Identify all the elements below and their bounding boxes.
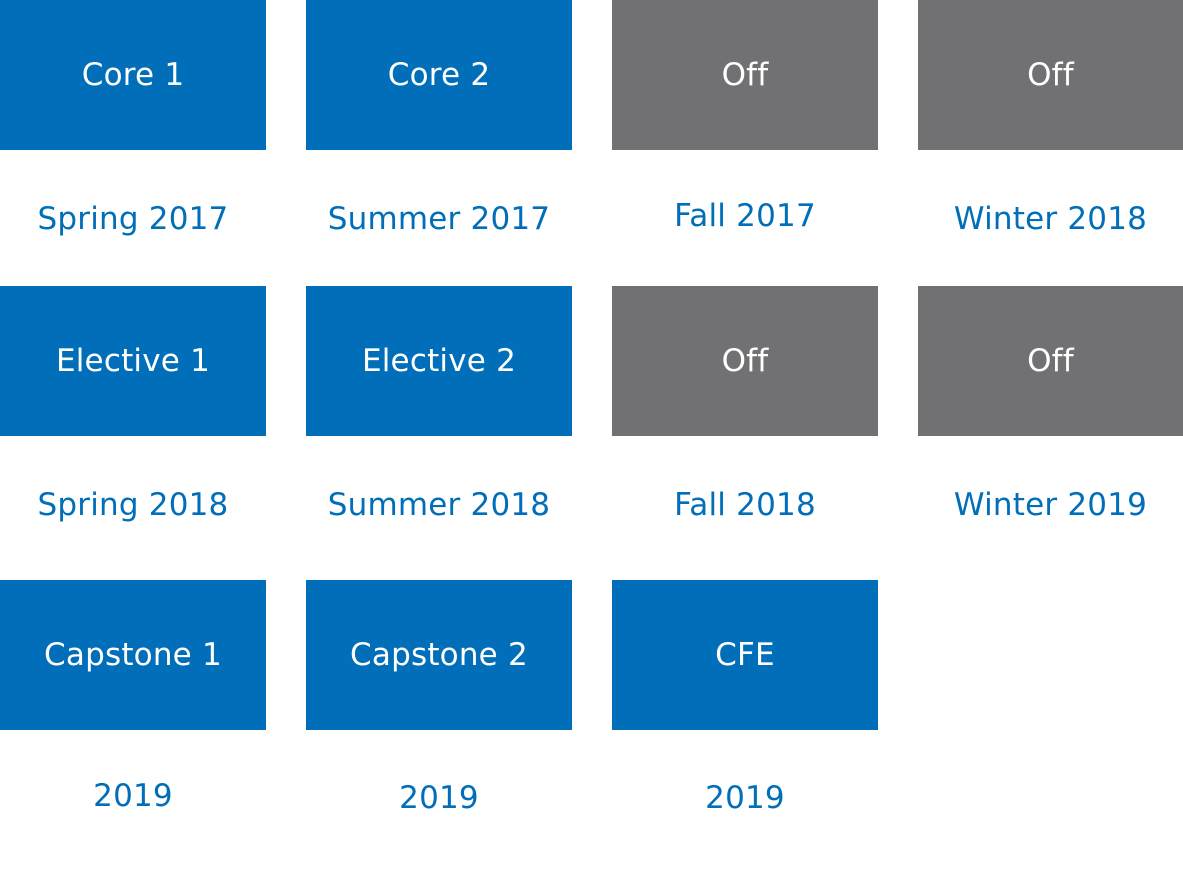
term-label: Summer 2018 — [327, 487, 551, 523]
term-label: Fall 2017 — [674, 198, 816, 234]
tile-elective-2: Elective 2 — [306, 286, 572, 436]
tile-cfe: CFE — [612, 580, 878, 730]
tile-capstone-2: Capstone 2 — [306, 580, 572, 730]
tile-label: Capstone 2 — [350, 637, 528, 673]
tile-label: Off — [721, 57, 769, 93]
tile-label: CFE — [715, 637, 775, 673]
term-label: Winter 2018 — [953, 201, 1148, 237]
term-label: Summer 2017 — [327, 201, 551, 237]
term-label: 2019 — [705, 780, 785, 816]
tile-elective-1: Elective 1 — [0, 286, 266, 436]
tile-core-2: Core 2 — [306, 0, 572, 150]
term-label: Fall 2018 — [674, 487, 816, 523]
term-label: Winter 2019 — [953, 487, 1148, 523]
term-label: Spring 2018 — [37, 487, 229, 523]
tile-label: Off — [1027, 343, 1074, 379]
tile-off-winter-2019: Off — [918, 286, 1183, 436]
tile-off-fall-2018: Off — [612, 286, 878, 436]
tile-label: Core 2 — [387, 57, 491, 93]
tile-off-winter-2018: Off — [918, 0, 1183, 150]
term-label: 2019 — [399, 780, 479, 816]
term-label: Spring 2017 — [37, 201, 229, 237]
tile-capstone-1: Capstone 1 — [0, 580, 266, 730]
tile-label: Capstone 1 — [44, 637, 222, 673]
tile-label: Core 1 — [81, 57, 185, 93]
tile-label: Off — [721, 343, 769, 379]
tile-off-fall-2017: Off — [612, 0, 878, 150]
term-label: 2019 — [93, 778, 173, 814]
tile-core-1: Core 1 — [0, 0, 266, 150]
tile-label: Elective 2 — [361, 343, 517, 379]
tile-label: Off — [1027, 57, 1074, 93]
tile-label: Elective 1 — [55, 343, 211, 379]
